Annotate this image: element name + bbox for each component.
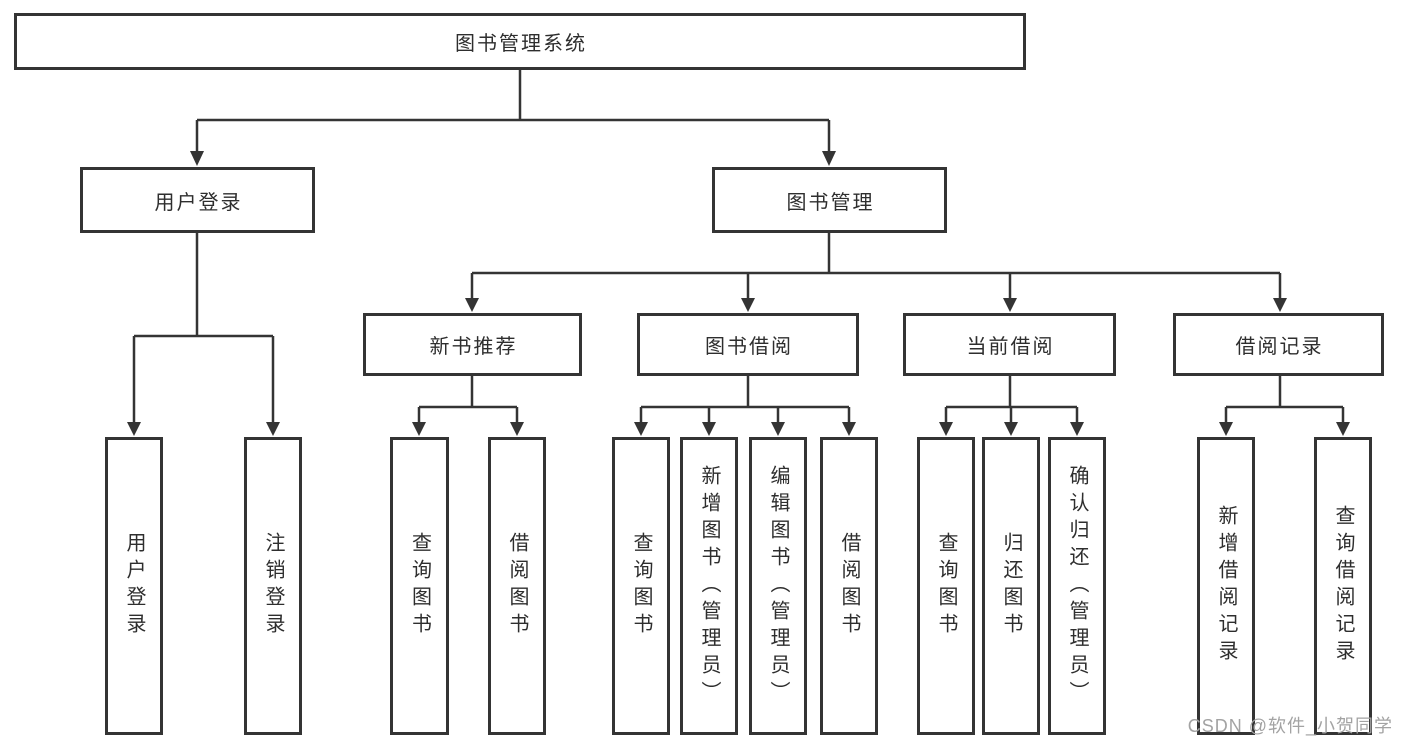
node-label: 新增图书（管理员） (698, 464, 720, 708)
node-label: 新书推荐 (429, 336, 518, 358)
leaf-logout: 注销登录 (244, 437, 302, 735)
node-borrow-records: 借阅记录 (1173, 313, 1384, 376)
node-label: 用户登录 (154, 191, 243, 214)
node-label: 借阅记录 (1235, 336, 1324, 358)
node-label: 查询图书 (935, 532, 957, 640)
leaf-borrow-book: 借阅图书 (820, 437, 878, 735)
node-label: 编辑图书（管理员） (767, 464, 789, 708)
leaf-query-books-borrow: 查询图书 (612, 437, 670, 735)
node-library-management-system: 图书管理系统 (14, 13, 1026, 70)
leaf-edit-book-admin: 编辑图书（管理员） (749, 437, 807, 735)
node-label: 新增借阅记录 (1215, 505, 1237, 667)
leaf-add-book-admin: 新增图书（管理员） (680, 437, 738, 735)
leaf-add-borrow-record: 新增借阅记录 (1197, 437, 1255, 735)
node-book-borrowing: 图书借阅 (637, 313, 859, 376)
node-label: 当前借阅 (966, 336, 1055, 358)
node-label: 图书管理系统 (455, 33, 587, 55)
leaf-query-books-current: 查询图书 (917, 437, 975, 735)
node-current-borrowing: 当前借阅 (903, 313, 1116, 376)
node-label: 查询图书 (408, 532, 431, 640)
leaf-borrow-books-recommend: 借阅图书 (488, 437, 546, 735)
node-new-book-recommend: 新书推荐 (363, 313, 582, 376)
node-book-management-module: 图书管理 (712, 167, 947, 233)
node-label: 图书借阅 (705, 336, 793, 358)
node-user-login-module: 用户登录 (80, 167, 315, 233)
leaf-query-books-recommend: 查询图书 (390, 437, 449, 735)
csdn-watermark: CSDN @软件_小贺同学 (1187, 716, 1393, 736)
node-label: 借阅图书 (838, 532, 860, 640)
leaf-query-borrow-record: 查询借阅记录 (1314, 437, 1372, 735)
leaf-return-book: 归还图书 (982, 437, 1040, 735)
node-label: 查询图书 (630, 532, 652, 640)
node-label: 借阅图书 (506, 532, 528, 640)
leaf-confirm-return-admin: 确认归还（管理员） (1048, 437, 1106, 735)
node-label: 用户登录 (123, 532, 145, 640)
node-label: 图书管理 (786, 191, 875, 214)
node-label: 确认归还（管理员） (1066, 464, 1088, 708)
leaf-user-login: 用户登录 (105, 437, 163, 735)
node-label: 注销登录 (262, 532, 284, 640)
node-label: 查询借阅记录 (1332, 505, 1354, 667)
node-label: 归还图书 (1000, 532, 1022, 640)
